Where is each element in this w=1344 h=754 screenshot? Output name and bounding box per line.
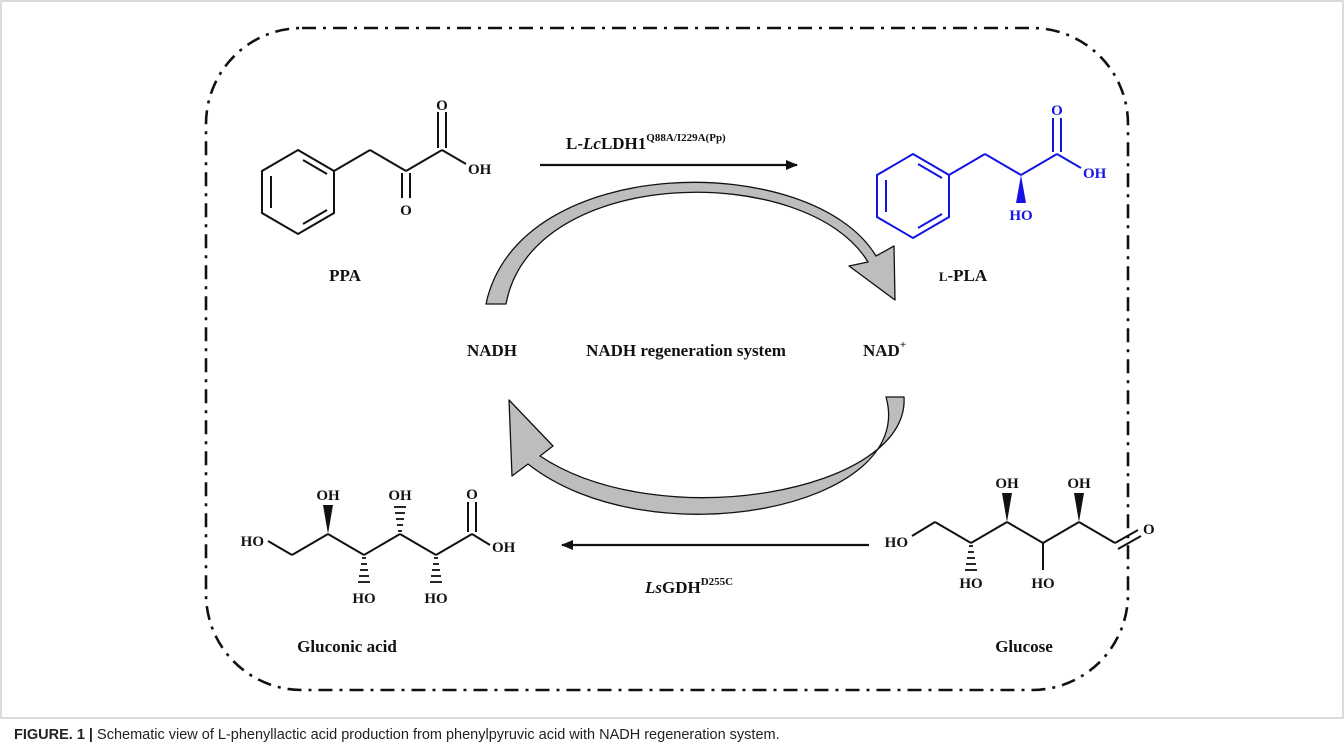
ppa-atom-oh: OH [468,162,492,178]
ppa-structure [261,112,467,236]
figure-border [0,0,1344,719]
caption-label: FIGURE. 1 | [14,727,93,743]
ldh-enzyme-label: L-LcLDH1Q88A/I229A(Pp) [566,132,726,153]
figure-caption: FIGURE. 1 | Schematic view of L-phenylla… [14,727,1334,743]
gluconic-oh-c2: OH [316,488,340,504]
glucose-o-aldehyde: O [1143,522,1155,538]
lpla-atom-ho: HO [1009,208,1032,224]
glucose-ho-bottom-2: HO [1031,576,1054,592]
gluconic-ho-bottom-1: HO [352,591,375,607]
lpla-label-rest: -PLA [948,266,988,285]
gdh-superscript: D255C [701,576,733,588]
ppa-atom-o-bottom: O [400,203,412,219]
gluconic-ho-left: HO [241,534,264,550]
ldh-superscript: Q88A/I229A(Pp) [646,132,726,144]
nad-label: NAD+ [863,339,906,360]
lpla-atom-o: O [1051,103,1063,119]
ppa-label: PPA [329,266,362,285]
nadh-label: NADH [467,341,517,360]
lower-curved-arrow [508,396,905,515]
nad-superscript: + [900,339,906,351]
lpla-label-prefix: L [939,269,948,284]
gluconic-ho-bottom-2: HO [424,591,447,607]
dash-dot-frame [204,26,1130,692]
glucose-ho-left: HO [885,535,908,551]
glucose-wedge-c4 [1002,493,1012,522]
regeneration-system-label: NADH regeneration system [586,341,786,360]
glucose-ho-bottom-1: HO [959,576,982,592]
gdh-enzyme-label: LsGDHD255C [644,576,733,597]
ldh-name: LDH1 [601,134,646,153]
gdh-name: GDH [662,578,701,597]
glucose-wedge-c2 [1074,493,1084,522]
nad-text: NAD [863,341,900,360]
lpla-label: L-PLA [939,266,988,285]
lpla-atom-oh: OH [1083,166,1107,182]
ppa-atom-o-top: O [436,98,448,114]
glucose-hashed-bonds [965,545,977,571]
gluconic-wedge-c2 [323,505,333,534]
glucose-oh-c4: OH [995,476,1019,492]
glucose-oh-c2: OH [1067,476,1091,492]
gluconic-oh-c3: OH [388,488,412,504]
gluconic-o-top: O [466,487,478,503]
gluconic-structure [267,502,491,556]
gluconic-oh-right: OH [492,540,516,556]
gluconic-hashed-bonds [358,506,442,583]
glucose-label: Glucose [995,637,1053,656]
ldh-prefix: L- [566,134,583,153]
glucose-structure [911,521,1142,550]
gluconic-label: Gluconic acid [297,637,397,656]
lpla-structure [876,118,1082,240]
gdh-italic: Ls [644,578,662,597]
ldh-italic: Lc [582,134,601,153]
lpla-wedge-bond [1016,175,1026,203]
upper-curved-arrow [485,181,896,305]
caption-text: Schematic view of L-phenyllactic acid pr… [93,727,780,743]
